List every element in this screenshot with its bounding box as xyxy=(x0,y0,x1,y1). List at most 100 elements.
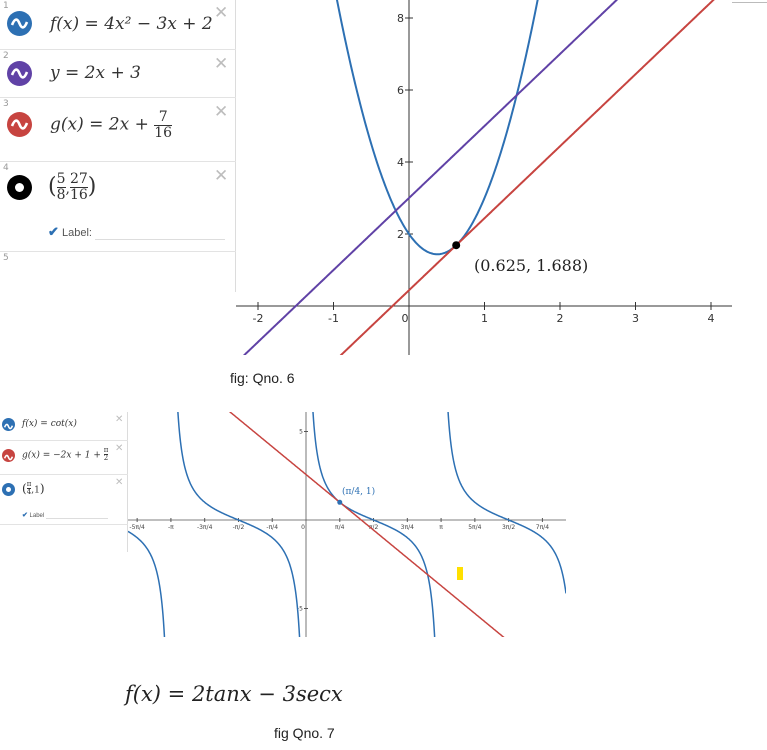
graph-color-icon[interactable] xyxy=(7,112,32,137)
expression-text[interactable]: f(x) = cot(x) xyxy=(22,419,77,429)
y-tick-label: 4 xyxy=(397,156,404,169)
fraction-denominator: 4 xyxy=(26,488,32,497)
checkmark-icon[interactable]: ✔ xyxy=(48,224,59,239)
y-tick-label: 5 xyxy=(299,429,303,436)
y-tick-label: -5 xyxy=(297,606,303,613)
close-icon[interactable]: ✕ xyxy=(214,3,229,23)
row-number: 1 xyxy=(3,1,9,11)
x-tick-label: -2 xyxy=(253,312,264,325)
series-line-2 xyxy=(242,0,619,355)
x-tick-label: 4 xyxy=(708,312,715,325)
fraction-numerator: 7 xyxy=(154,110,173,126)
graph-color-icon[interactable] xyxy=(7,61,32,86)
series-line-2 xyxy=(228,412,505,637)
point-dot-icon xyxy=(6,487,11,492)
text-cursor-highlight xyxy=(457,567,463,580)
graph-color-icon[interactable] xyxy=(2,418,15,431)
graph-color-icon[interactable] xyxy=(2,449,15,462)
close-icon[interactable]: ✕ xyxy=(214,54,229,74)
x-tick-label: -3π/4 xyxy=(197,524,213,531)
formula: f(x) = 2tanx − 3secx xyxy=(125,682,343,706)
fraction-denominator: 2 xyxy=(103,454,109,463)
expression-row-1[interactable]: f(x) = cot(x) ✕ xyxy=(0,412,128,441)
y-tick-label: 8 xyxy=(397,12,404,25)
fraction-denominator: 8 xyxy=(56,186,66,203)
wave-icon xyxy=(3,423,14,430)
point-tail: ,1 xyxy=(31,485,40,496)
label-toggle[interactable]: ✔ Label xyxy=(22,511,108,519)
fraction-denominator: 16 xyxy=(154,124,173,141)
paren-close: ) xyxy=(39,481,45,496)
y-tick-label: 6 xyxy=(397,84,404,97)
x-tick-label: -π xyxy=(168,524,174,531)
intersection-point xyxy=(337,499,343,505)
checkmark-icon[interactable]: ✔ xyxy=(22,512,28,519)
expression-list-fig6: 1 f(x) = 4x² − 3x + 2 ✕ 2 y = 2x + 3 ✕ 3… xyxy=(0,0,236,292)
x-tick-label: 3 xyxy=(632,312,639,325)
row-number: 3 xyxy=(3,99,9,109)
expression-text[interactable]: f(x) = 4x² − 3x + 2 xyxy=(50,14,213,34)
comma: , xyxy=(65,181,70,198)
close-icon[interactable]: ✕ xyxy=(115,443,124,454)
label-input[interactable] xyxy=(45,518,108,519)
wave-icon xyxy=(3,454,14,461)
row-number: 5 xyxy=(3,253,9,263)
top-right-line xyxy=(732,2,767,3)
x-tick-label: 1 xyxy=(481,312,488,325)
expression-prefix: g(x) = 2x + xyxy=(50,114,155,135)
paren-open: ( xyxy=(22,481,27,496)
series-line-1 xyxy=(335,0,539,256)
x-tick-label: π/2 xyxy=(369,524,379,531)
paren-close: ) xyxy=(87,174,97,200)
x-tick-label: 0 xyxy=(402,312,409,325)
wave-icon xyxy=(10,68,29,79)
tangent-point xyxy=(452,241,461,250)
wave-icon xyxy=(10,119,29,130)
x-tick-label: 3π/4 xyxy=(401,524,414,531)
label-input[interactable] xyxy=(95,239,226,240)
x-tick-label: -1 xyxy=(328,312,339,325)
caption-fig6: fig: Qno. 6 xyxy=(230,370,295,386)
expression-row-1[interactable]: 1 f(x) = 4x² − 3x + 2 ✕ xyxy=(0,0,236,50)
x-tick-label: 0 xyxy=(301,524,305,531)
wave-icon xyxy=(10,18,29,29)
series-line-3 xyxy=(339,0,715,355)
close-icon[interactable]: ✕ xyxy=(115,414,124,425)
x-tick-label: -π/2 xyxy=(233,524,245,531)
point-label-fig6: (0.625, 1.688) xyxy=(474,256,589,275)
series-line-1 xyxy=(128,412,566,637)
row-number: 2 xyxy=(3,51,9,61)
label-toggle[interactable]: ✔ Label: xyxy=(48,224,226,240)
close-icon[interactable]: ✕ xyxy=(214,102,229,122)
expression-text[interactable]: y = 2x + 3 xyxy=(50,63,141,83)
point-icon[interactable] xyxy=(7,175,32,200)
fraction-numerator: π xyxy=(103,446,109,456)
fraction-numerator: 5 xyxy=(56,171,66,188)
point-icon[interactable] xyxy=(2,483,15,496)
expression-row-5[interactable]: 5 xyxy=(0,252,236,292)
expression-prefix: g(x) = −2x + 1 + xyxy=(22,450,104,461)
x-tick-label: 5π/4 xyxy=(468,524,481,531)
fraction-numerator: 27 xyxy=(69,171,88,188)
graph-color-icon[interactable] xyxy=(7,11,32,36)
close-icon[interactable]: ✕ xyxy=(214,166,229,186)
x-tick-label: π/4 xyxy=(335,524,345,531)
close-icon[interactable]: ✕ xyxy=(115,477,124,488)
x-tick-label: 2 xyxy=(557,312,564,325)
expression-row-2[interactable]: 2 y = 2x + 3 ✕ xyxy=(0,50,236,98)
